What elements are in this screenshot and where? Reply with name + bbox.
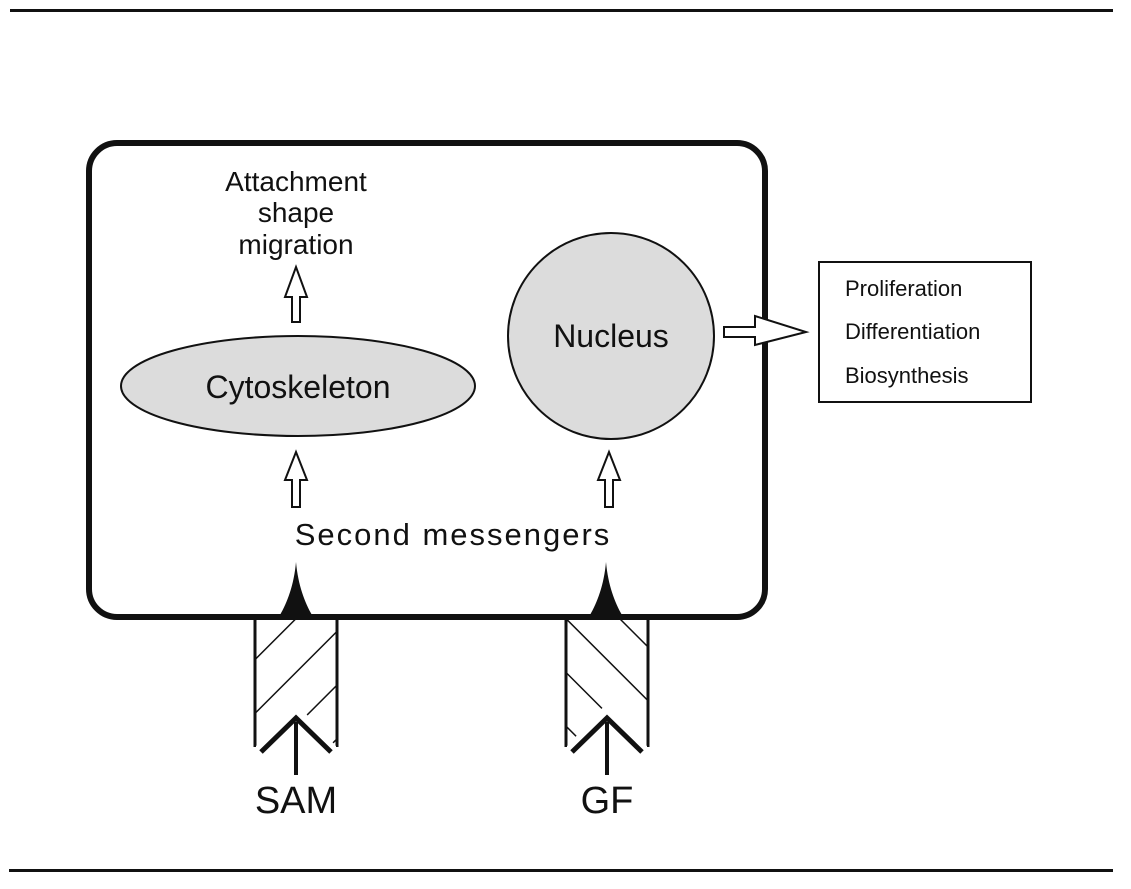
- receptor-outline: [564, 620, 650, 747]
- up-arrow-outline-icon: [283, 449, 309, 508]
- filled-spike-icon: [280, 562, 312, 615]
- chevron-up-arrow-icon: [570, 714, 644, 754]
- up-arrow-outline-icon: [283, 264, 309, 323]
- second-messengers-label: Second messengers: [295, 517, 612, 552]
- outcomes-box: [818, 261, 1032, 403]
- cell-output-line-2: shape: [258, 197, 334, 228]
- receptor-outline: [253, 620, 339, 747]
- cell-membrane: [86, 140, 768, 620]
- outcome-item: Proliferation: [845, 276, 962, 301]
- receptor-label-sam: SAM: [255, 780, 337, 822]
- bottom-rule: [9, 869, 1113, 872]
- cell-output-line-1: Attachment: [225, 166, 367, 197]
- up-arrow-outline-icon: [596, 449, 622, 508]
- outcome-item: Biosynthesis: [845, 363, 969, 388]
- nucleus-label: Nucleus: [553, 318, 669, 354]
- nucleus-shape: [507, 232, 715, 440]
- cytoskeleton-shape: [120, 335, 476, 437]
- filled-spike-icon: [590, 562, 622, 615]
- cell-output-line-3: migration: [238, 229, 353, 260]
- outcome-item: Differentiation: [845, 319, 980, 344]
- cytoskeleton-label: Cytoskeleton: [206, 369, 391, 405]
- receptor-sam: SAM: [253, 562, 339, 822]
- receptor-gf: GF: [564, 562, 650, 822]
- right-arrow-outline-icon: [723, 314, 810, 347]
- receptor-label-gf: GF: [581, 780, 634, 822]
- chevron-up-arrow-icon: [259, 714, 333, 754]
- top-rule: [10, 9, 1113, 12]
